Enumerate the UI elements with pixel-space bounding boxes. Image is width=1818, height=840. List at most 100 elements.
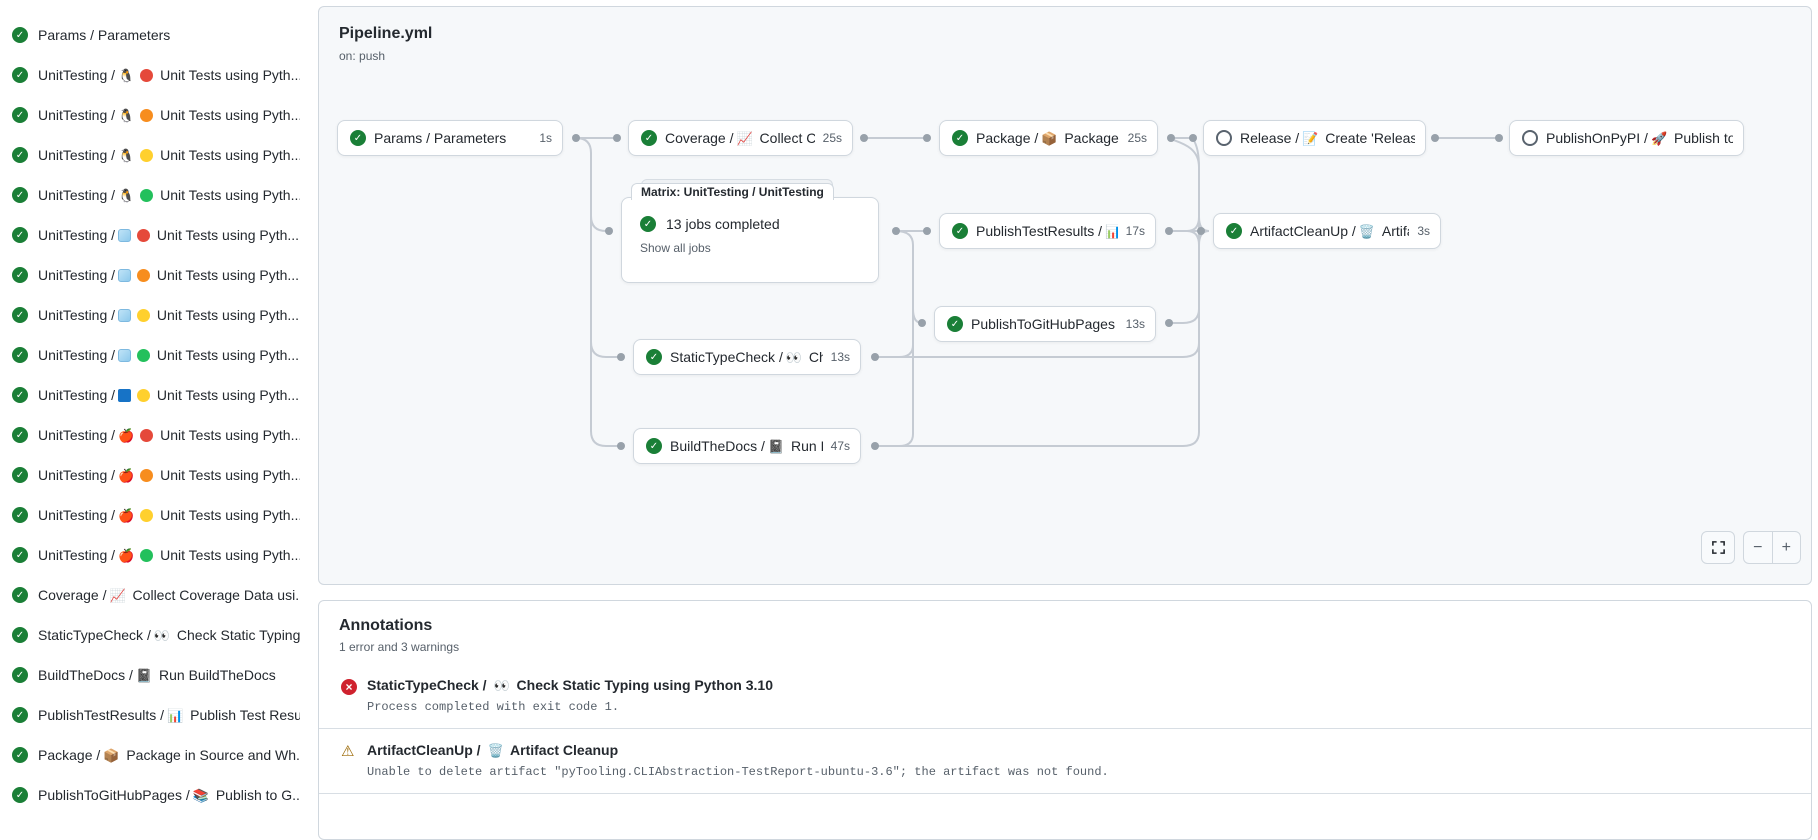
rocket-icon: 🚀	[1650, 130, 1668, 146]
sidebar-job-item[interactable]: ✓ UnitTesting /🐧 Unit Tests using Pyth...	[0, 95, 308, 135]
yellow-circle-icon	[137, 308, 151, 322]
ice-icon	[118, 348, 132, 362]
sidebar-job-item[interactable]: ✓ UnitTesting /🍎 Unit Tests using Pyth...	[0, 495, 308, 535]
sidebar-job-item[interactable]: ✓UnitTesting / Unit Tests using Pyth...	[0, 375, 308, 415]
yellow-circle-icon	[140, 508, 154, 522]
run-name: Unit Tests using Pyth...	[156, 507, 300, 523]
run-name: Publish to G...	[211, 787, 300, 803]
sidebar-job-item[interactable]: ✓UnitTesting /🍎 Unit Tests using Pyth...	[0, 455, 308, 495]
success-check-icon: ✓	[12, 107, 28, 123]
success-check-icon: ✓	[12, 187, 28, 203]
success-check-icon: ✓	[12, 67, 28, 83]
job-name: UnitTesting /	[38, 67, 116, 83]
job-list-sidebar: ✓Params / Parameters✓UnitTesting /🐧 Unit…	[0, 0, 308, 815]
sidebar-job-label: UnitTesting /🍎 Unit Tests using Pyth...	[38, 547, 300, 563]
success-check-icon: ✓	[12, 227, 28, 243]
success-icon: ✓	[640, 216, 656, 232]
success-check-icon: ✓	[12, 147, 28, 163]
job-name: PublishTestResults /	[38, 707, 165, 723]
success-check-icon: ✓	[12, 507, 28, 523]
success-check-icon: ✓	[12, 787, 28, 803]
yellow-circle-icon	[140, 148, 154, 162]
job-name: BuildTheDocs /	[670, 438, 765, 454]
node-label: Coverage /📈 Collect Cove...	[665, 130, 815, 146]
sidebar-job-item[interactable]: ✓Package /📦 Package in Source and Wh...	[0, 735, 308, 775]
run-name: Publish Test Resu...	[190, 707, 300, 723]
node-label: PublishOnPyPI /🚀 Publish to ...	[1546, 130, 1733, 146]
job-name: UnitTesting /	[38, 347, 116, 363]
sidebar-job-item[interactable]: ✓ UnitTesting /🐧 Unit Tests using Pyth...	[0, 175, 308, 215]
node-duration: 25s	[1127, 131, 1147, 145]
graph-node-publishonpypi[interactable]: PublishOnPyPI /🚀 Publish to ...	[1509, 120, 1744, 156]
job-name: UnitTesting /	[38, 507, 116, 523]
sidebar-job-label: UnitTesting / Unit Tests using Pyth...	[38, 267, 299, 283]
sidebar-job-item[interactable]: ✓UnitTesting / Unit Tests using Pyth...	[0, 255, 308, 295]
graph-node-buildthedocs[interactable]: ✓BuildTheDocs /📓 Run Buil...47s	[633, 428, 861, 464]
job-name: Coverage /	[38, 587, 107, 603]
job-name: StaticTypeCheck /	[367, 677, 491, 693]
sidebar-job-item[interactable]: ✓BuildTheDocs /📓 Run BuildTheDocs	[0, 655, 308, 695]
sidebar-job-item[interactable]: ✓UnitTesting / Unit Tests using Pyth...	[0, 335, 308, 375]
node-label: BuildTheDocs /📓 Run Buil...	[670, 438, 823, 454]
matrix-tab-label: Matrix: UnitTesting / UnitTesting	[631, 183, 834, 200]
graph-node-release[interactable]: Release /📝 Create 'Release P...	[1203, 120, 1426, 156]
annotation-row-error: ×StaticTypeCheck / 👀 Check Static Typing…	[319, 664, 1811, 729]
sidebar-job-item[interactable]: ✓PublishTestResults /📊 Publish Test Resu…	[0, 695, 308, 735]
apple-icon: 🍎	[118, 507, 135, 523]
node-duration: 17s	[1125, 224, 1145, 238]
green-circle-icon	[137, 348, 151, 362]
matrix-summary: 13 jobs completed	[666, 216, 780, 232]
success-check-icon: ✓	[12, 587, 28, 603]
fullscreen-icon	[1711, 541, 1725, 554]
sidebar-job-label: UnitTesting /🍎 Unit Tests using Pyth...	[38, 427, 300, 443]
success-check-icon: ✓	[12, 547, 28, 563]
fullscreen-button[interactable]	[1701, 531, 1735, 564]
sidebar-job-label: UnitTesting /🍎 Unit Tests using Pyth...	[38, 507, 300, 523]
sidebar-job-item[interactable]: ✓Coverage /📈 Collect Coverage Data usi..…	[0, 575, 308, 615]
sidebar-job-label: PublishToGitHubPages /📚 Publish to G...	[38, 787, 300, 803]
matrix-unittesting-node[interactable]: ✓ 13 jobs completed Show all jobs	[621, 197, 879, 283]
node-label: StaticTypeCheck /👀 Chec...	[670, 349, 823, 365]
sidebar-job-item[interactable]: ✓UnitTesting /🐧 Unit Tests using Pyth...	[0, 135, 308, 175]
zoom-out-button[interactable]: −	[1744, 532, 1773, 563]
sidebar-job-item[interactable]: ✓UnitTesting / Unit Tests using Pyth...	[0, 295, 308, 335]
green-circle-icon	[140, 548, 154, 562]
warning-icon: ⚠	[341, 743, 355, 760]
graph-node-publishtogithubpages[interactable]: ✓PublishToGitHubPages /📚 ...13s	[934, 306, 1156, 342]
job-name: BuildTheDocs /	[38, 667, 133, 683]
show-all-jobs-link[interactable]: Show all jobs	[640, 241, 711, 255]
run-name: Unit Tests using Pyth...	[156, 107, 300, 123]
annotation-title-link[interactable]: ArtifactCleanUp / 🗑️ Artifact Cleanup	[367, 742, 1109, 758]
sidebar-job-label: UnitTesting /🐧 Unit Tests using Pyth...	[38, 187, 300, 203]
orange-circle-icon	[140, 468, 154, 482]
graph-node-coverage[interactable]: ✓Coverage /📈 Collect Cove...25s	[628, 120, 853, 156]
success-check-icon: ✓	[12, 627, 28, 643]
sidebar-job-item[interactable]: ✓ UnitTesting /🍎 Unit Tests using Pyth...	[0, 535, 308, 575]
zoom-control: − +	[1743, 531, 1801, 564]
run-name: Unit Tests using Pyth...	[156, 427, 300, 443]
job-name: UnitTesting /	[38, 307, 116, 323]
orange-circle-icon	[137, 268, 151, 282]
zoom-in-button[interactable]: +	[1781, 538, 1791, 556]
success-check-icon: ✓	[12, 427, 28, 443]
graph-node-package[interactable]: ✓Package /📦 Package in So...25s	[939, 120, 1158, 156]
job-name: UnitTesting /	[38, 107, 116, 123]
penguin-icon: 🐧	[118, 107, 135, 123]
sidebar-job-item[interactable]: ✓UnitTesting /🐧 Unit Tests using Pyth...	[0, 55, 308, 95]
sidebar-job-item[interactable]: ✓UnitTesting / Unit Tests using Pyth...	[0, 215, 308, 255]
sidebar-job-item[interactable]: ✓ StaticTypeCheck /👀 Check Static Typing.…	[0, 615, 308, 655]
sidebar-job-item[interactable]: ✓ UnitTesting /🍎 Unit Tests using Pyth...	[0, 415, 308, 455]
sidebar-job-item[interactable]: ✓Params / Parameters	[0, 15, 308, 55]
sidebar-job-item[interactable]: ✓ PublishToGitHubPages /📚 Publish to G...	[0, 775, 308, 815]
graph-node-artifactcleanup[interactable]: ✓ArtifactCleanUp /🗑️ Artifac...3s	[1213, 213, 1441, 249]
run-name: Chec...	[808, 349, 823, 365]
graph-node-statictypecheck[interactable]: ✓StaticTypeCheck /👀 Chec...13s	[633, 339, 861, 375]
job-name: UnitTesting /	[38, 147, 116, 163]
sidebar-job-label: StaticTypeCheck /👀 Check Static Typing..…	[38, 627, 300, 643]
job-name: Release /	[1240, 130, 1300, 146]
annotation-title-link[interactable]: StaticTypeCheck / 👀 Check Static Typing …	[367, 677, 773, 693]
annotations-card: Annotations 1 error and 3 warnings ×Stat…	[318, 600, 1812, 840]
run-name: Run Buil...	[791, 438, 823, 454]
graph-node-publishtestresults[interactable]: ✓PublishTestResults /📊 Pu...17s	[939, 213, 1156, 249]
